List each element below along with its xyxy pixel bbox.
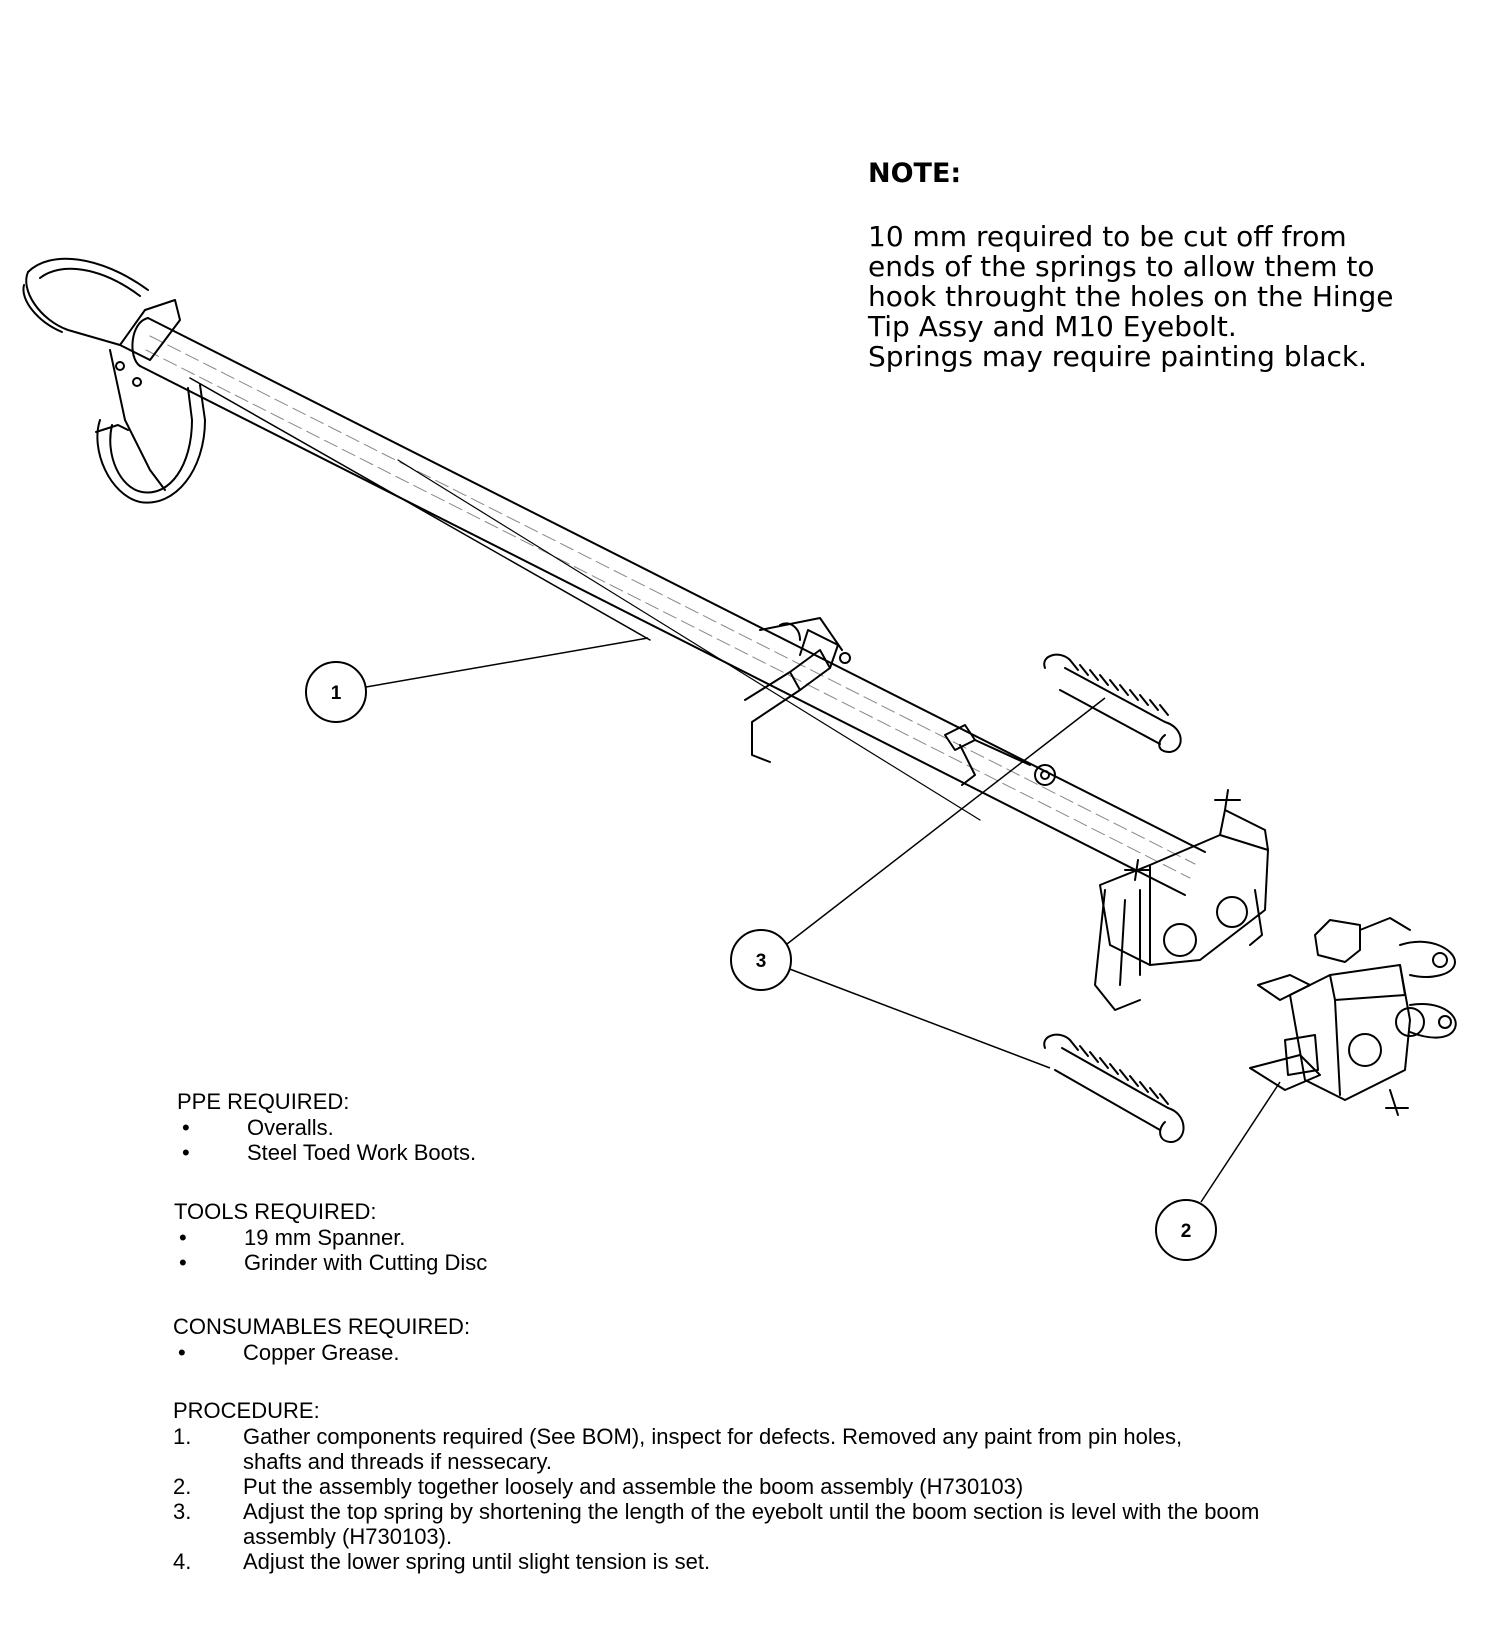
consumables-item-text: Copper Grease. bbox=[243, 1340, 400, 1365]
note-line: Tip Assy and M10 Eyebolt. bbox=[868, 310, 1237, 343]
step-text: assembly (H730103). bbox=[243, 1524, 453, 1549]
bullet-icon: • bbox=[182, 1115, 190, 1140]
eyebolt bbox=[944, 724, 1056, 786]
ppe-header: PPE REQUIRED: bbox=[177, 1089, 350, 1114]
ppe-section: PPE REQUIRED: • Overalls. • Steel Toed W… bbox=[177, 1089, 476, 1165]
procedure-section: PROCEDURE: 1. Gather components required… bbox=[173, 1398, 1493, 1574]
step-text: Gather components required (See BOM), in… bbox=[243, 1424, 1183, 1449]
bullet-icon: • bbox=[179, 1225, 187, 1250]
bullet-icon: • bbox=[179, 1250, 187, 1275]
procedure-step: 2. Put the assembly together loosely and… bbox=[173, 1474, 1493, 1499]
procedure-step: 4. Adjust the lower spring until slight … bbox=[173, 1549, 1493, 1574]
leader-line-2 bbox=[1200, 1081, 1281, 1203]
callout-3: 3 bbox=[730, 929, 792, 991]
tools-item: • Grinder with Cutting Disc bbox=[174, 1250, 487, 1275]
procedure-header: PROCEDURE: bbox=[173, 1398, 320, 1423]
callout-1-label: 1 bbox=[331, 683, 342, 704]
callout-2: 2 bbox=[1155, 1199, 1217, 1261]
note-body: 10 mm required to be cut off from ends o… bbox=[868, 222, 1468, 372]
ppe-item: • Overalls. bbox=[177, 1115, 476, 1140]
note-line: 10 mm required to be cut off from bbox=[868, 220, 1347, 253]
tools-header: TOOLS REQUIRED: bbox=[174, 1199, 377, 1224]
leader-line-3-bottom bbox=[786, 967, 1051, 1069]
consumables-item: • Copper Grease. bbox=[173, 1340, 470, 1365]
procedure-step: 1. Gather components required (See BOM),… bbox=[173, 1424, 1493, 1474]
boom-tube bbox=[131, 317, 1206, 896]
top-spring bbox=[1043, 653, 1182, 753]
tools-item-text: 19 mm Spanner. bbox=[244, 1225, 406, 1250]
note-line: hook throught the holes on the Hinge bbox=[868, 280, 1394, 313]
bullet-icon: • bbox=[182, 1140, 190, 1165]
consumables-section: CONSUMABLES REQUIRED: • Copper Grease. bbox=[173, 1314, 470, 1365]
mid-clamp bbox=[744, 617, 851, 763]
note-title: NOTE: bbox=[868, 158, 962, 189]
leader-line-1 bbox=[365, 637, 649, 688]
leader-line-3-top bbox=[786, 697, 1106, 945]
step-text: Adjust the lower spring until slight ten… bbox=[243, 1549, 711, 1574]
procedure-step: 3. Adjust the top spring by shortening t… bbox=[173, 1499, 1493, 1549]
hinge-tip-assy bbox=[1249, 917, 1457, 1116]
step-text: shafts and threads if nessecary. bbox=[243, 1449, 552, 1474]
hinge-block bbox=[1094, 789, 1269, 1011]
lower-spring bbox=[1043, 1033, 1185, 1143]
step-number: 1. bbox=[173, 1424, 192, 1449]
callout-1: 1 bbox=[305, 661, 367, 723]
tools-section: TOOLS REQUIRED: • 19 mm Spanner. • Grind… bbox=[174, 1199, 487, 1275]
note-line: Springs may require painting black. bbox=[868, 340, 1368, 373]
note-line: ends of the springs to allow them to bbox=[868, 250, 1375, 283]
consumables-header: CONSUMABLES REQUIRED: bbox=[173, 1314, 471, 1339]
hook-bracket bbox=[22, 257, 206, 504]
ppe-item: • Steel Toed Work Boots. bbox=[177, 1140, 476, 1165]
ppe-item-text: Overalls. bbox=[247, 1115, 334, 1140]
tools-item-text: Grinder with Cutting Disc bbox=[244, 1250, 488, 1275]
step-text: Put the assembly together loosely and as… bbox=[243, 1474, 1024, 1499]
bullet-icon: • bbox=[178, 1340, 186, 1365]
step-number: 2. bbox=[173, 1474, 192, 1499]
callout-2-label: 2 bbox=[1181, 1221, 1192, 1242]
step-text: Adjust the top spring by shortening the … bbox=[243, 1499, 1260, 1524]
ppe-item-text: Steel Toed Work Boots. bbox=[247, 1140, 477, 1165]
tools-item: • 19 mm Spanner. bbox=[174, 1225, 487, 1250]
step-number: 4. bbox=[173, 1549, 192, 1574]
callout-3-label: 3 bbox=[756, 951, 767, 972]
step-number: 3. bbox=[173, 1499, 192, 1524]
